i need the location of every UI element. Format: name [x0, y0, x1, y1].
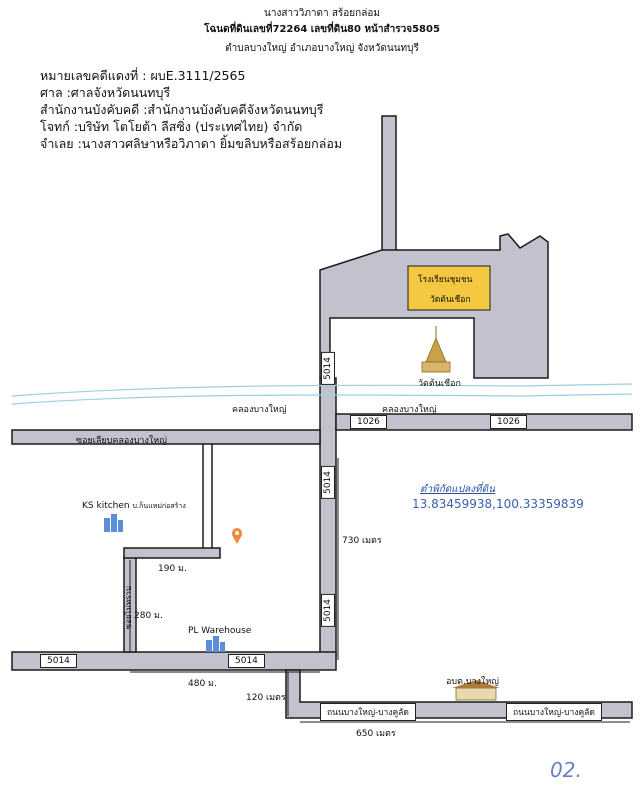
road-north	[381, 115, 397, 257]
coordinate-value: 13.83459938,100.33359839	[412, 497, 584, 511]
road-connector	[123, 547, 221, 559]
canal-label-right: คลองบางใหญ่	[382, 405, 437, 415]
dist-190: 190 ม.	[158, 564, 187, 574]
case-info: หมายเลขคดีแดงที่ : ผบE.3111/2565 ศาล :ศา…	[40, 67, 342, 152]
case-plaintiff: โจทก์ :บริษัท โตโยต้า ลีสซิ่ง (ประเทศไทย…	[40, 119, 303, 134]
pl-warehouse-label: PL Warehouse	[188, 626, 252, 636]
pl-warehouse-building-icon	[206, 636, 225, 652]
road-soi	[11, 429, 321, 445]
road-label-5014-left: 5014	[40, 654, 77, 668]
ks-kitchen-building-icon	[104, 514, 123, 532]
road-label-5014-lower: 5014	[321, 594, 335, 627]
ks-kitchen-sub: บ.ก็นแหม่ก่อสร้าง	[132, 502, 186, 510]
road-label-5014-mid: 5014	[321, 466, 335, 499]
header-location: ตำบลบางใหญ่ อำเภอบางใหญ่ จังหวัดนนทบุรี	[225, 43, 419, 54]
case-number: หมายเลขคดีแดงที่ : ผบE.3111/2565	[40, 68, 246, 83]
case-defendant: จำเลย :นางสาวศลิษาหรือวิภาดา ยิ้มขลิบหรื…	[40, 136, 343, 151]
canal-label-left: คลองบางใหญ่	[232, 405, 287, 415]
dist-120: 120 เมตร	[246, 693, 286, 703]
canal-line-2	[11, 393, 633, 405]
temple-label: วัดต้นเชือก	[418, 379, 461, 389]
obt-building-icon	[452, 680, 500, 701]
dist-480: 480 ม.	[188, 679, 217, 689]
road-label-1026-left: 1026	[350, 415, 387, 429]
temple-stupa-icon	[421, 326, 451, 373]
location-pin-icon	[232, 528, 242, 544]
road-label-1026-right: 1026	[490, 415, 527, 429]
school-label-line1: โรงเรียนชุมชน	[418, 275, 473, 285]
coordinate-title: ตำพิกัดแปลงที่ดิน	[420, 484, 495, 495]
ks-kitchen-name: KS kitchen	[82, 501, 130, 511]
dist-280: 280 ม.	[134, 611, 163, 621]
canal-line-1	[11, 383, 633, 397]
case-court: ศาล :ศาลจังหวัดนนทบุรี	[40, 85, 171, 100]
dist-650: 650 เมตร	[356, 729, 396, 739]
road-label-5014-top: 5014	[321, 352, 335, 385]
soi-label: ซอยเลียบคลองบางใหญ่	[76, 436, 167, 446]
road-1026	[335, 413, 633, 431]
road-label-5014-right: 5014	[228, 654, 265, 668]
header-name: นางสาววิภาดา สร้อยกล่อม	[264, 8, 380, 19]
soi-vertical-label: ซอยไม่ทราบ	[124, 586, 133, 630]
case-office: สำนักงานบังคับคดี :สำนักงานบังคับคดีจังห…	[40, 102, 324, 117]
ks-kitchen-label: KS kitchen บ.ก็นแหม่ก่อสร้าง	[82, 501, 186, 512]
obt-label: อบต.บางใหญ่	[446, 677, 499, 687]
school-building	[407, 265, 491, 311]
handwritten-signature: 02.	[550, 758, 582, 782]
header-deed: โฉนดที่ดินเลขที่72264 เลขที่ดิน80 หน้าสำ…	[204, 24, 440, 35]
dist-730: 730 เมตร	[342, 536, 382, 546]
school-label-line2: วัดต้นเชือก	[430, 295, 471, 305]
road-label-bottom-right: ถนนบางใหญ่-บางคูลัด	[506, 703, 602, 721]
road-label-bottom-left: ถนนบางใหญ่-บางคูลัด	[320, 703, 416, 721]
